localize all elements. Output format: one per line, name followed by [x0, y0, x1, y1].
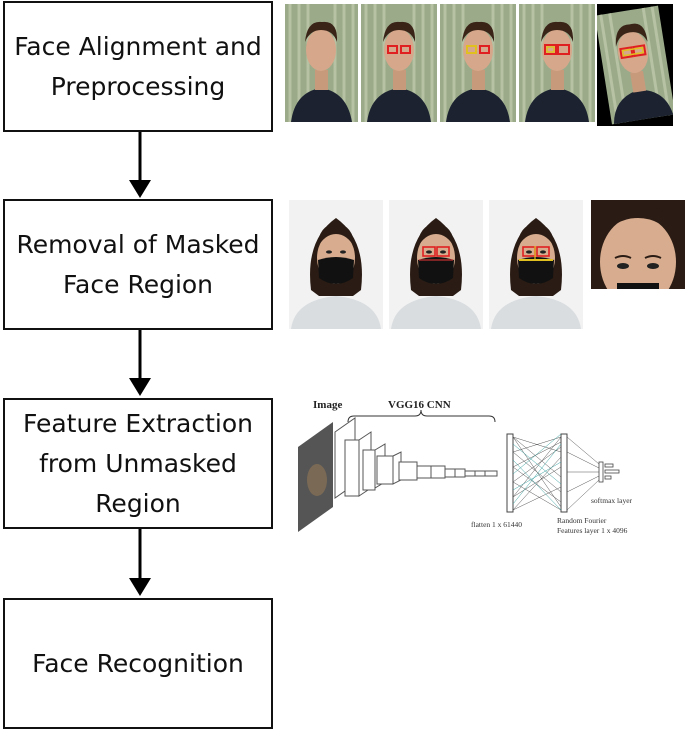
step-feature-extraction: Feature Extraction from Unmasked Region: [3, 398, 273, 529]
female-masked-face-photo-2: [389, 200, 483, 329]
step-label: Removal of Masked Face Region: [16, 229, 260, 299]
down-arrow-icon: [129, 529, 151, 596]
flatten-layer: [506, 433, 514, 513]
step-face-recognition: Face Recognition: [3, 598, 273, 729]
softmax-label: softmax layer: [591, 496, 633, 505]
male-face-photo-rotated: [597, 4, 673, 126]
down-arrow-icon: [129, 132, 151, 198]
female-masked-face-photo-3: [489, 200, 583, 329]
female-masked-face-photo-1: [289, 200, 383, 329]
vgg16-cnn-diagram: Image VGG16 CNN: [298, 399, 633, 535]
male-face-photo-4: [519, 4, 595, 122]
down-arrow-icon: [129, 330, 151, 396]
step-label: Face Alignment and Preprocessing: [14, 31, 262, 101]
rff-label-line1: Random Fourier: [557, 516, 607, 525]
male-face-photo-1: [285, 4, 358, 122]
step-face-alignment: Face Alignment and Preprocessing: [3, 1, 273, 132]
step-mask-removal: Removal of Masked Face Region: [3, 199, 273, 330]
cropped-upper-face-photo: [591, 200, 685, 289]
step-label: Feature Extraction from Unmasked Region: [22, 408, 254, 518]
male-face-photo-2: [361, 4, 437, 122]
flatten-label: flatten 1 x 61440: [471, 520, 522, 529]
image-label: Image: [313, 399, 342, 411]
rff-label-line2: Features layer 1 x 4096: [557, 526, 628, 535]
step-label: Face Recognition: [32, 648, 244, 678]
male-face-photo-3: [440, 4, 516, 122]
rff-layer: [560, 433, 568, 513]
cnn-label: VGG16 CNN: [388, 399, 451, 411]
